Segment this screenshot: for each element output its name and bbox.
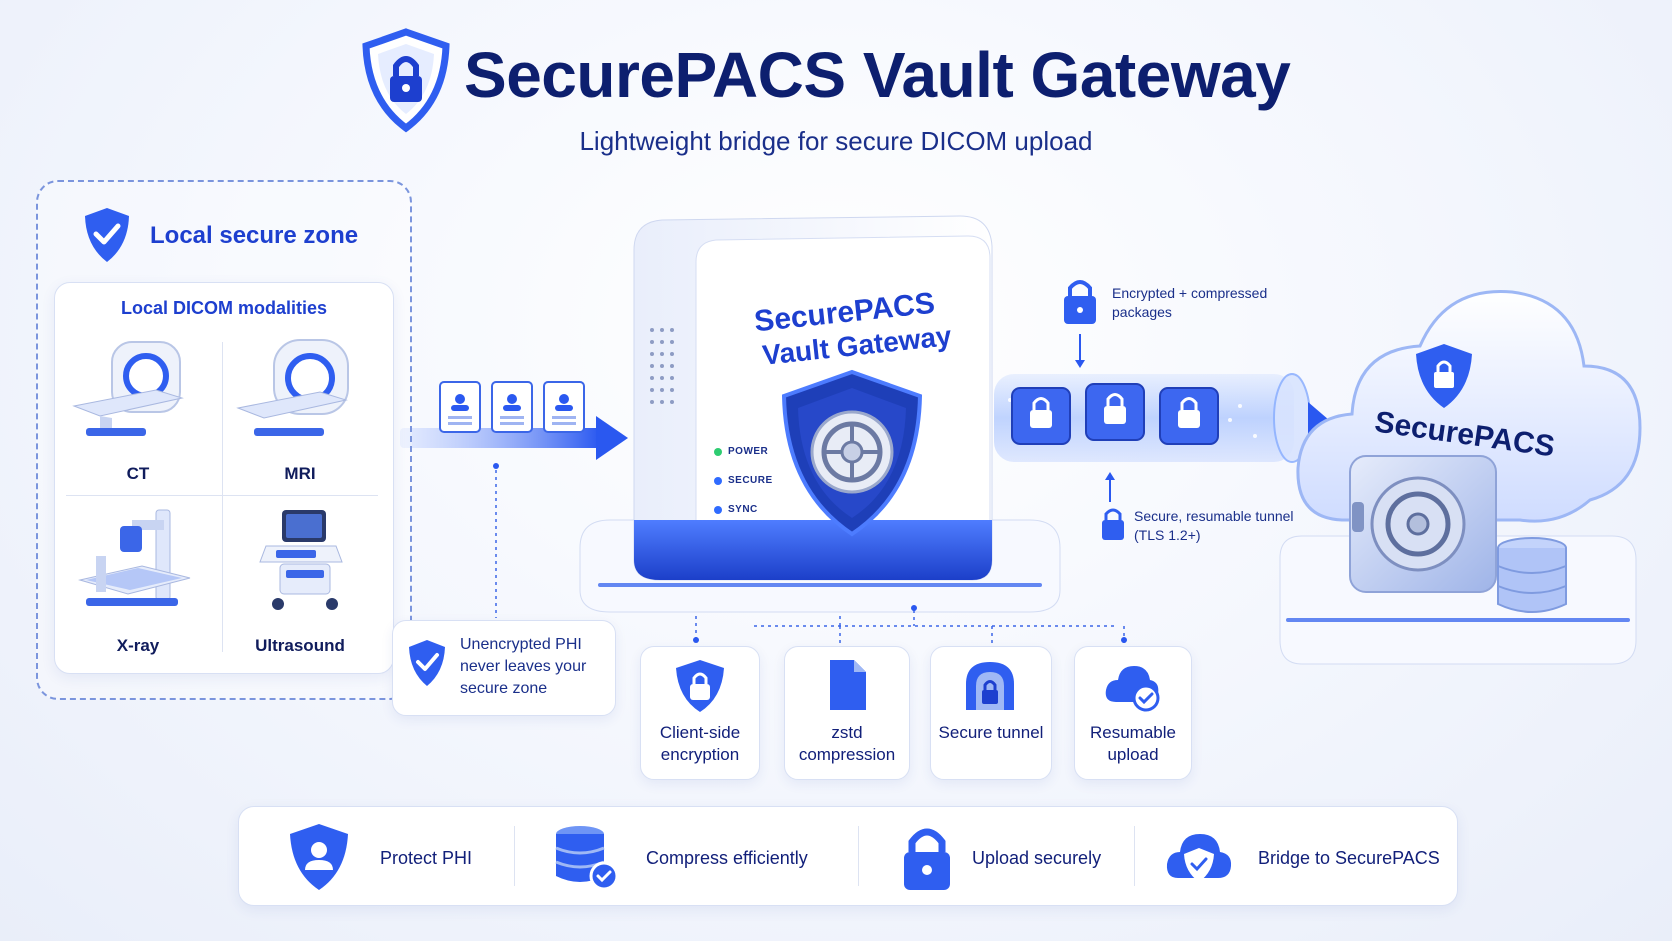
tunnel-protocol-note: Secure, resumable tunnel (TLS 1.2+) (1134, 508, 1294, 543)
compressed-file-icon (830, 660, 866, 710)
padlock-icon (904, 828, 950, 890)
benefit-label: Upload securely (972, 848, 1102, 868)
xray-machine-icon (78, 509, 191, 606)
led-label-secure: SECURE (728, 475, 773, 486)
modality-label-ultrasound: Ultrasound (255, 636, 345, 655)
shield-check-icon (85, 208, 129, 262)
divider (222, 342, 223, 652)
shield-check-icon (409, 640, 445, 686)
vault-safe-icon (1349, 455, 1497, 593)
encrypted-package-icons (1011, 383, 1219, 445)
page-subtitle: Lightweight bridge for secure DICOM uplo… (579, 126, 1093, 156)
zone-title: Local secure zone (150, 222, 359, 249)
led-label-sync: SYNC (728, 504, 758, 515)
benefit-label: Compress efficiently (646, 848, 808, 868)
feature-label: Resumable upload (1090, 723, 1176, 764)
tunnel-packages-note: Encrypted + compressed packages (1112, 285, 1268, 320)
vault-shield-icon (781, 369, 923, 537)
modalities-title: Local DICOM modalities (120, 298, 328, 318)
padlock-icon (1064, 280, 1096, 324)
feature-label: Client-side encryption (659, 723, 741, 764)
cloud-sync-icon (1105, 666, 1160, 712)
cloud-shield-icon (1166, 834, 1232, 882)
padlock-shield-icon (676, 660, 724, 712)
shield-lock-icon (1416, 344, 1472, 408)
page-title: SecurePACS Vault Gateway (464, 39, 1291, 111)
modality-label-mri: MRI (284, 464, 316, 483)
database-check-icon (555, 826, 619, 891)
divider (858, 826, 859, 886)
modality-label-xray: X-ray (116, 636, 160, 655)
dicom-files-icon (439, 381, 585, 433)
divider (1134, 826, 1135, 886)
ultrasound-machine-icon (259, 510, 343, 610)
database-icon (1497, 537, 1567, 613)
feature-label: Secure tunnel (938, 723, 1044, 742)
benefits-bar (238, 806, 1458, 906)
ct-scanner-icon (72, 341, 184, 436)
phi-note-text: Unencrypted PHI never leaves your secure… (460, 636, 587, 697)
divider (514, 826, 515, 886)
tunnel-lock-icon (966, 662, 1014, 710)
mri-scanner-icon (236, 339, 349, 436)
padlock-icon (1102, 508, 1124, 540)
led-label-power: POWER (728, 446, 769, 457)
modality-label-ct: CT (126, 464, 150, 483)
shield-user-icon (290, 824, 348, 890)
shield-lock-icon (362, 28, 450, 133)
benefit-label: Protect PHI (380, 848, 473, 868)
benefit-label: Bridge to SecurePACS (1258, 848, 1440, 868)
divider (66, 495, 378, 496)
feature-label: zstd compression (798, 723, 896, 764)
